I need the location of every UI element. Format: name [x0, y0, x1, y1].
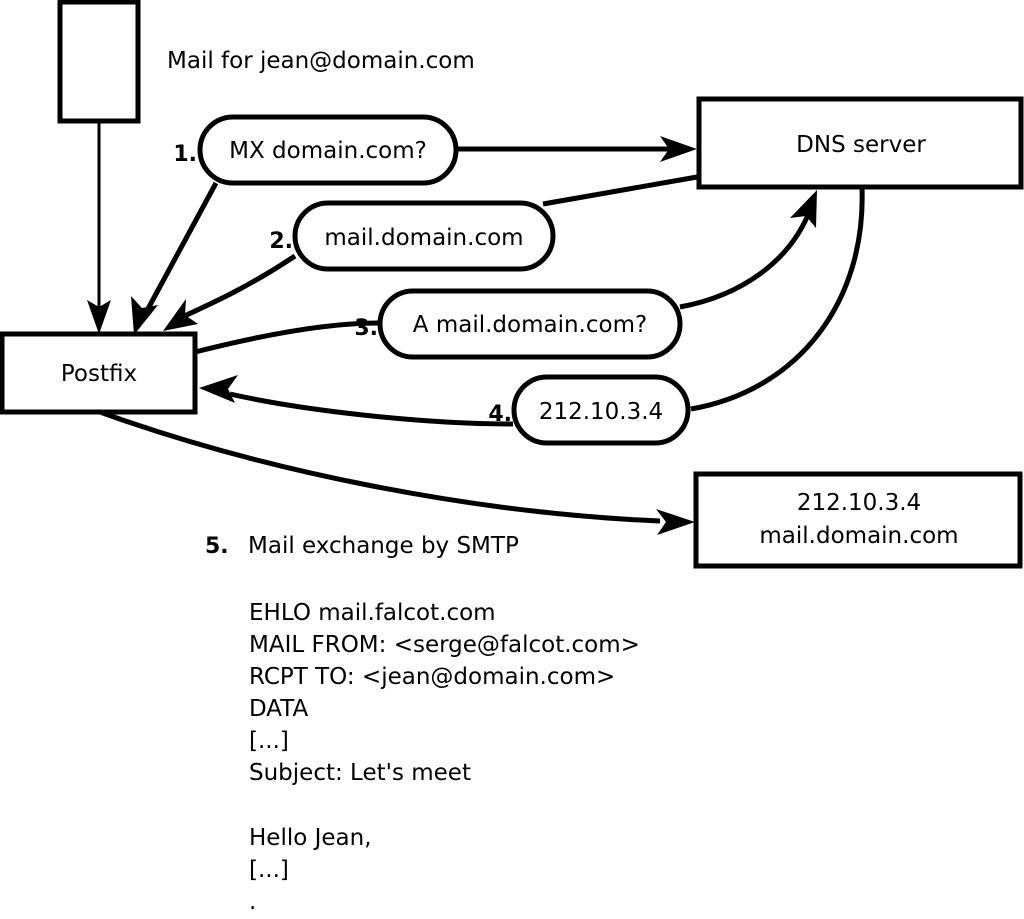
step-number-1: 1.	[173, 142, 197, 167]
arrowhead-step4-to-postfix	[199, 375, 238, 403]
arrowhead-step2-to-postfix	[163, 299, 198, 331]
step-number-3: 3.	[354, 316, 378, 341]
bubble-step-1	[197, 114, 459, 186]
smtp-line-2: RCPT TO: <jean@domain.com>	[249, 664, 615, 690]
step-number-4: 4.	[488, 402, 512, 427]
edge-dns-to-step2	[542, 174, 698, 207]
node-dns-box	[696, 96, 1024, 190]
node-target-label-line2: mail.domain.com	[759, 523, 958, 549]
smtp-line-4: [...]	[249, 728, 289, 754]
bubble-step-2	[292, 200, 556, 272]
arrowhead-step1-to-dns	[660, 136, 697, 162]
smtp-line-1: MAIL FROM: <serge@falcot.com>	[249, 632, 640, 658]
edge-step1-tail-to-postfix	[140, 181, 219, 320]
edge-postfix-to-target	[99, 409, 661, 524]
node-sender-box	[57, 0, 141, 124]
step-5-label: Mail exchange by SMTP	[248, 533, 519, 559]
arrowhead-step1-tail-to-postfix	[131, 296, 158, 335]
node-postfix-label: Postfix	[61, 361, 137, 387]
node-target-label-line1: 212.10.3.4	[797, 490, 921, 516]
smtp-line-10: .	[249, 889, 256, 915]
step-number-2: 2.	[269, 229, 293, 254]
node-postfix-box	[0, 331, 198, 415]
smtp-line-5: Subject: Let's meet	[249, 760, 471, 786]
smtp-line-7: Hello Jean,	[249, 825, 372, 851]
bubble-step-4	[511, 374, 691, 446]
node-dns-label: DNS server	[796, 132, 926, 158]
node-target-box	[693, 471, 1023, 569]
mail-for-caption: Mail for jean@domain.com	[167, 48, 475, 74]
edge-step4-to-postfix	[229, 391, 514, 427]
edge-step3-to-dns	[679, 209, 813, 310]
edge-postfix-to-step3	[194, 320, 379, 355]
bubble-step-4-label: 212.10.3.4	[539, 399, 663, 425]
arrowhead-postfix-to-target	[656, 509, 695, 535]
bubble-step-3-label: A mail.domain.com?	[413, 312, 647, 338]
smtp-line-8: [...]	[249, 857, 289, 883]
bubble-step-2-label: mail.domain.com	[324, 225, 523, 251]
smtp-line-0: EHLO mail.falcot.com	[249, 600, 496, 626]
bubble-step-1-label: MX domain.com?	[229, 138, 427, 164]
smtp-line-3: DATA	[249, 696, 309, 722]
bubble-step-3	[377, 288, 683, 360]
edge-dns-to-step4	[690, 187, 865, 412]
arrowhead-sender-to-postfix	[87, 300, 111, 334]
edge-step2-to-postfix	[178, 253, 297, 321]
step-number-5: 5.	[205, 534, 229, 559]
arrowhead-step3-to-dns	[790, 190, 817, 228]
